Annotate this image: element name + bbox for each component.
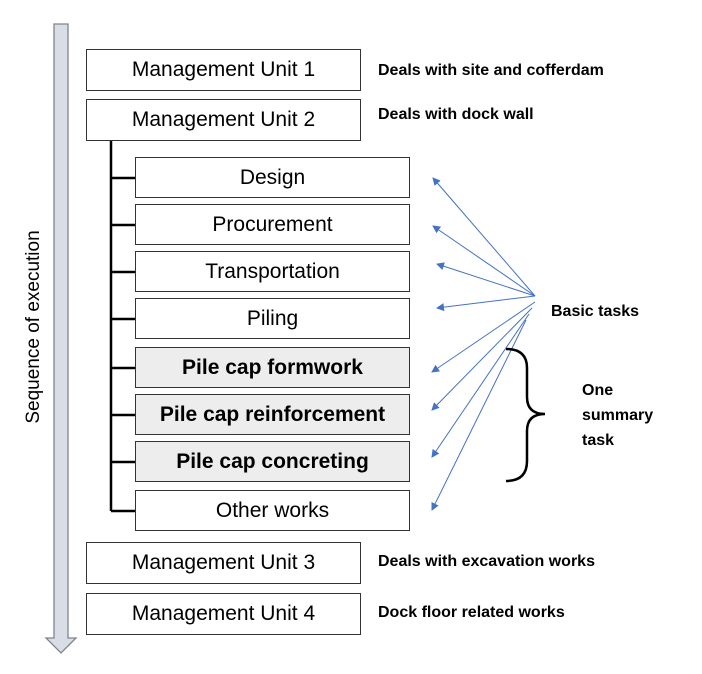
task-transportation: Transportation [135, 251, 410, 292]
pointer-line-2 [432, 225, 536, 297]
task-piling: Piling [135, 298, 410, 339]
task-pile-cap-reinforcement: Pile cap reinforcement [135, 394, 410, 435]
unit-3-note: Deals with excavation works [378, 553, 595, 570]
unit-4-note: Dock floor related works [378, 604, 565, 621]
pointer-line-8 [431, 319, 527, 511]
unit-2-note: Deals with dock wall [378, 106, 534, 123]
pointer-line-3 [436, 262, 536, 297]
task-other-works: Other works [135, 490, 410, 531]
pointer-line-4 [436, 295, 536, 312]
basic-tasks-label: Basic tasks [551, 303, 640, 320]
tree-branches [111, 176, 135, 513]
summary-task-line-1: One [582, 382, 614, 399]
task-procurement: Procurement [135, 204, 410, 245]
pointer-line-7 [431, 313, 530, 458]
summary-brace [505, 347, 546, 483]
management-unit-2: Management Unit 2 [86, 99, 361, 141]
management-unit-1: Management Unit 1 [86, 49, 361, 91]
task-pile-cap-formwork: Pile cap formwork [135, 347, 410, 388]
task-pile-cap-concreting: Pile cap concreting [135, 441, 410, 482]
pointer-line-1 [432, 177, 536, 297]
sequence-arrow [44, 23, 78, 654]
summary-task-label: One summary task [582, 378, 653, 453]
summary-task-line-3: task [582, 432, 615, 449]
pointer-line-6 [431, 307, 533, 411]
management-unit-3: Management Unit 3 [86, 542, 361, 584]
unit-1-note: Deals with site and cofferdam [378, 62, 604, 79]
summary-task-line-2: summary [582, 407, 654, 424]
pointer-line-5 [431, 301, 536, 373]
pointer-lines [431, 177, 536, 511]
sequence-label: Sequence of execution [23, 230, 44, 424]
task-design: Design [135, 157, 410, 198]
management-unit-4: Management Unit 4 [86, 593, 361, 635]
